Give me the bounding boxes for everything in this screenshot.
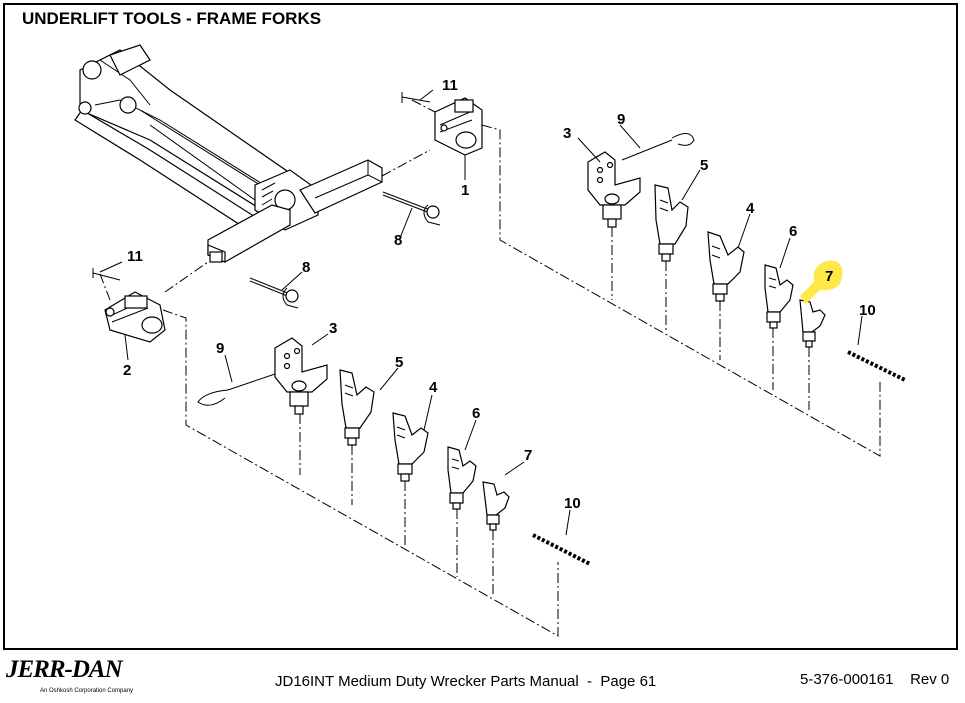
chain-10-left <box>532 533 591 566</box>
callout-2: 2 <box>123 362 131 379</box>
callout-6-left: 6 <box>472 405 480 422</box>
fork-5-left <box>339 369 375 446</box>
fork-7-left <box>482 481 510 531</box>
fork-4-left <box>392 412 429 482</box>
callout-6-right: 6 <box>789 223 797 240</box>
underlift-crossbar <box>74 44 383 263</box>
fork-4-right <box>707 231 745 302</box>
manual-title: JD16INT Medium Duty Wrecker Parts Manual… <box>275 673 657 690</box>
fork-5-right <box>654 184 689 262</box>
callout-3-right: 3 <box>563 125 571 142</box>
clip-pin-9-right <box>621 133 695 161</box>
callout-5-left: 5 <box>395 354 403 371</box>
jerr-dan-logo: JERR-DAN <box>6 656 123 683</box>
fork-mount-2 <box>104 291 166 343</box>
callout-9-left: 9 <box>216 340 224 357</box>
callout-1: 1 <box>461 182 469 199</box>
callout-9-right: 9 <box>617 111 625 128</box>
callout-11-top: 11 <box>442 77 458 94</box>
clip-pin-9-left <box>197 373 276 406</box>
drawing-frame <box>3 3 958 650</box>
fork-3-left <box>274 337 328 415</box>
alignment-lines <box>99 99 881 637</box>
callout-10-right: 10 <box>859 302 876 319</box>
brand-subtitle: An Oshkosh Corporation Company <box>40 688 134 694</box>
callout-5-right: 5 <box>700 157 708 174</box>
callout-10-left: 10 <box>564 495 581 512</box>
callout-3-left: 3 <box>329 320 337 337</box>
part-number-value: 5-376-000161 <box>800 671 894 688</box>
highlight-mark <box>800 260 843 304</box>
callout-7-right: 7 <box>825 268 833 285</box>
part-number: 5-376-000161 Rev 0 <box>800 671 949 688</box>
revision: Rev 0 <box>910 671 950 688</box>
callout-4-right: 4 <box>746 200 755 217</box>
page-title: UNDERLIFT TOOLS - FRAME FORKS <box>22 9 322 28</box>
fork-7-right <box>799 299 826 348</box>
fork-3-right <box>587 151 641 228</box>
fork-6-left <box>447 446 477 510</box>
pin-11-left <box>92 268 121 281</box>
callout-8-left: 8 <box>302 259 310 276</box>
callout-7-left: 7 <box>524 447 532 464</box>
pin-11-top <box>401 92 431 103</box>
lock-pin-8-right <box>382 191 441 226</box>
callout-8-right: 8 <box>394 232 402 249</box>
fork-6-right <box>764 264 794 329</box>
callout-4-left: 4 <box>429 379 438 396</box>
fork-mount-1 <box>434 97 483 156</box>
callout-11-left: 11 <box>127 248 143 265</box>
lock-pin-8-left <box>249 277 299 309</box>
chain-10-right <box>847 350 906 382</box>
